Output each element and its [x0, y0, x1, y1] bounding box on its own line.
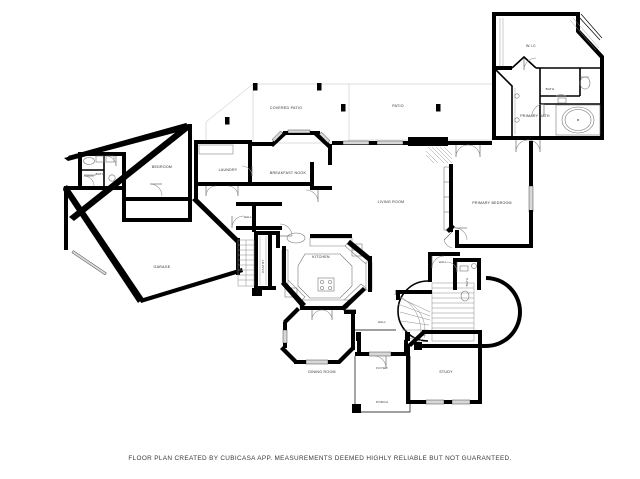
patio-outlines: [205, 83, 494, 144]
room-label-kitchen: KITCHEN: [312, 255, 330, 259]
room-label-breakfast-nook: BREAKFAST NOOK: [270, 171, 307, 175]
room-label-wic: W.I.C: [526, 44, 536, 48]
primary-bedroom-walls: [443, 141, 534, 249]
room-label-bedroom: BEDROOM: [152, 165, 172, 169]
room-label-garage: GARAGE: [154, 265, 171, 269]
room-label-study: STUDY: [439, 370, 453, 374]
lower-hall-lines: [344, 290, 397, 331]
room-label-hall-lower: HALL: [378, 320, 387, 324]
primary-suite-block: [492, 12, 604, 153]
room-label-dining-room: DINING ROOM: [308, 370, 336, 374]
staircase-garage: [237, 239, 255, 287]
foyer-porch-study: [352, 329, 482, 413]
room-label-laundry: LAUNDRY: [219, 168, 238, 172]
hall-walls: [231, 202, 282, 232]
footer-disclaimer: FLOOR PLAN CREATED BY CUBICASA APP. MEAS…: [128, 455, 512, 462]
room-label-hall-mid: HALL: [439, 260, 448, 264]
room-label-foyer: FOYER: [376, 366, 388, 370]
room-label-living-room: LIVING ROOM: [378, 200, 405, 204]
living-room-walls: [332, 137, 492, 232]
room-label-pantry: PANTRY: [261, 259, 265, 272]
room-labels: W.I.C BATH PRIMARY BATH COVERED PATIO PA…: [96, 44, 555, 404]
room-label-porch: PORCH: [376, 400, 388, 404]
room-label-bath-primary-wc: BATH: [546, 87, 555, 91]
room-label-hall-upper: HALL: [244, 215, 253, 219]
room-label-primary-bedroom: PRIMARY BEDROOM: [472, 201, 512, 205]
room-label-covered-patio: COVERED PATIO: [270, 106, 302, 110]
main-staircase: [393, 252, 522, 350]
room-label-bath-guest: BATH: [96, 172, 105, 176]
room-label-bath-lower: BATH: [465, 278, 469, 287]
dining-room-walls: [280, 307, 356, 365]
laundry-and-nook: [194, 129, 332, 203]
room-label-primary-bath: PRIMARY BATH: [520, 114, 550, 118]
room-label-patio: PATIO: [392, 104, 404, 108]
left-wing: [63, 123, 243, 303]
patio-columns: [225, 83, 441, 125]
kitchen-walls: [237, 223, 373, 321]
